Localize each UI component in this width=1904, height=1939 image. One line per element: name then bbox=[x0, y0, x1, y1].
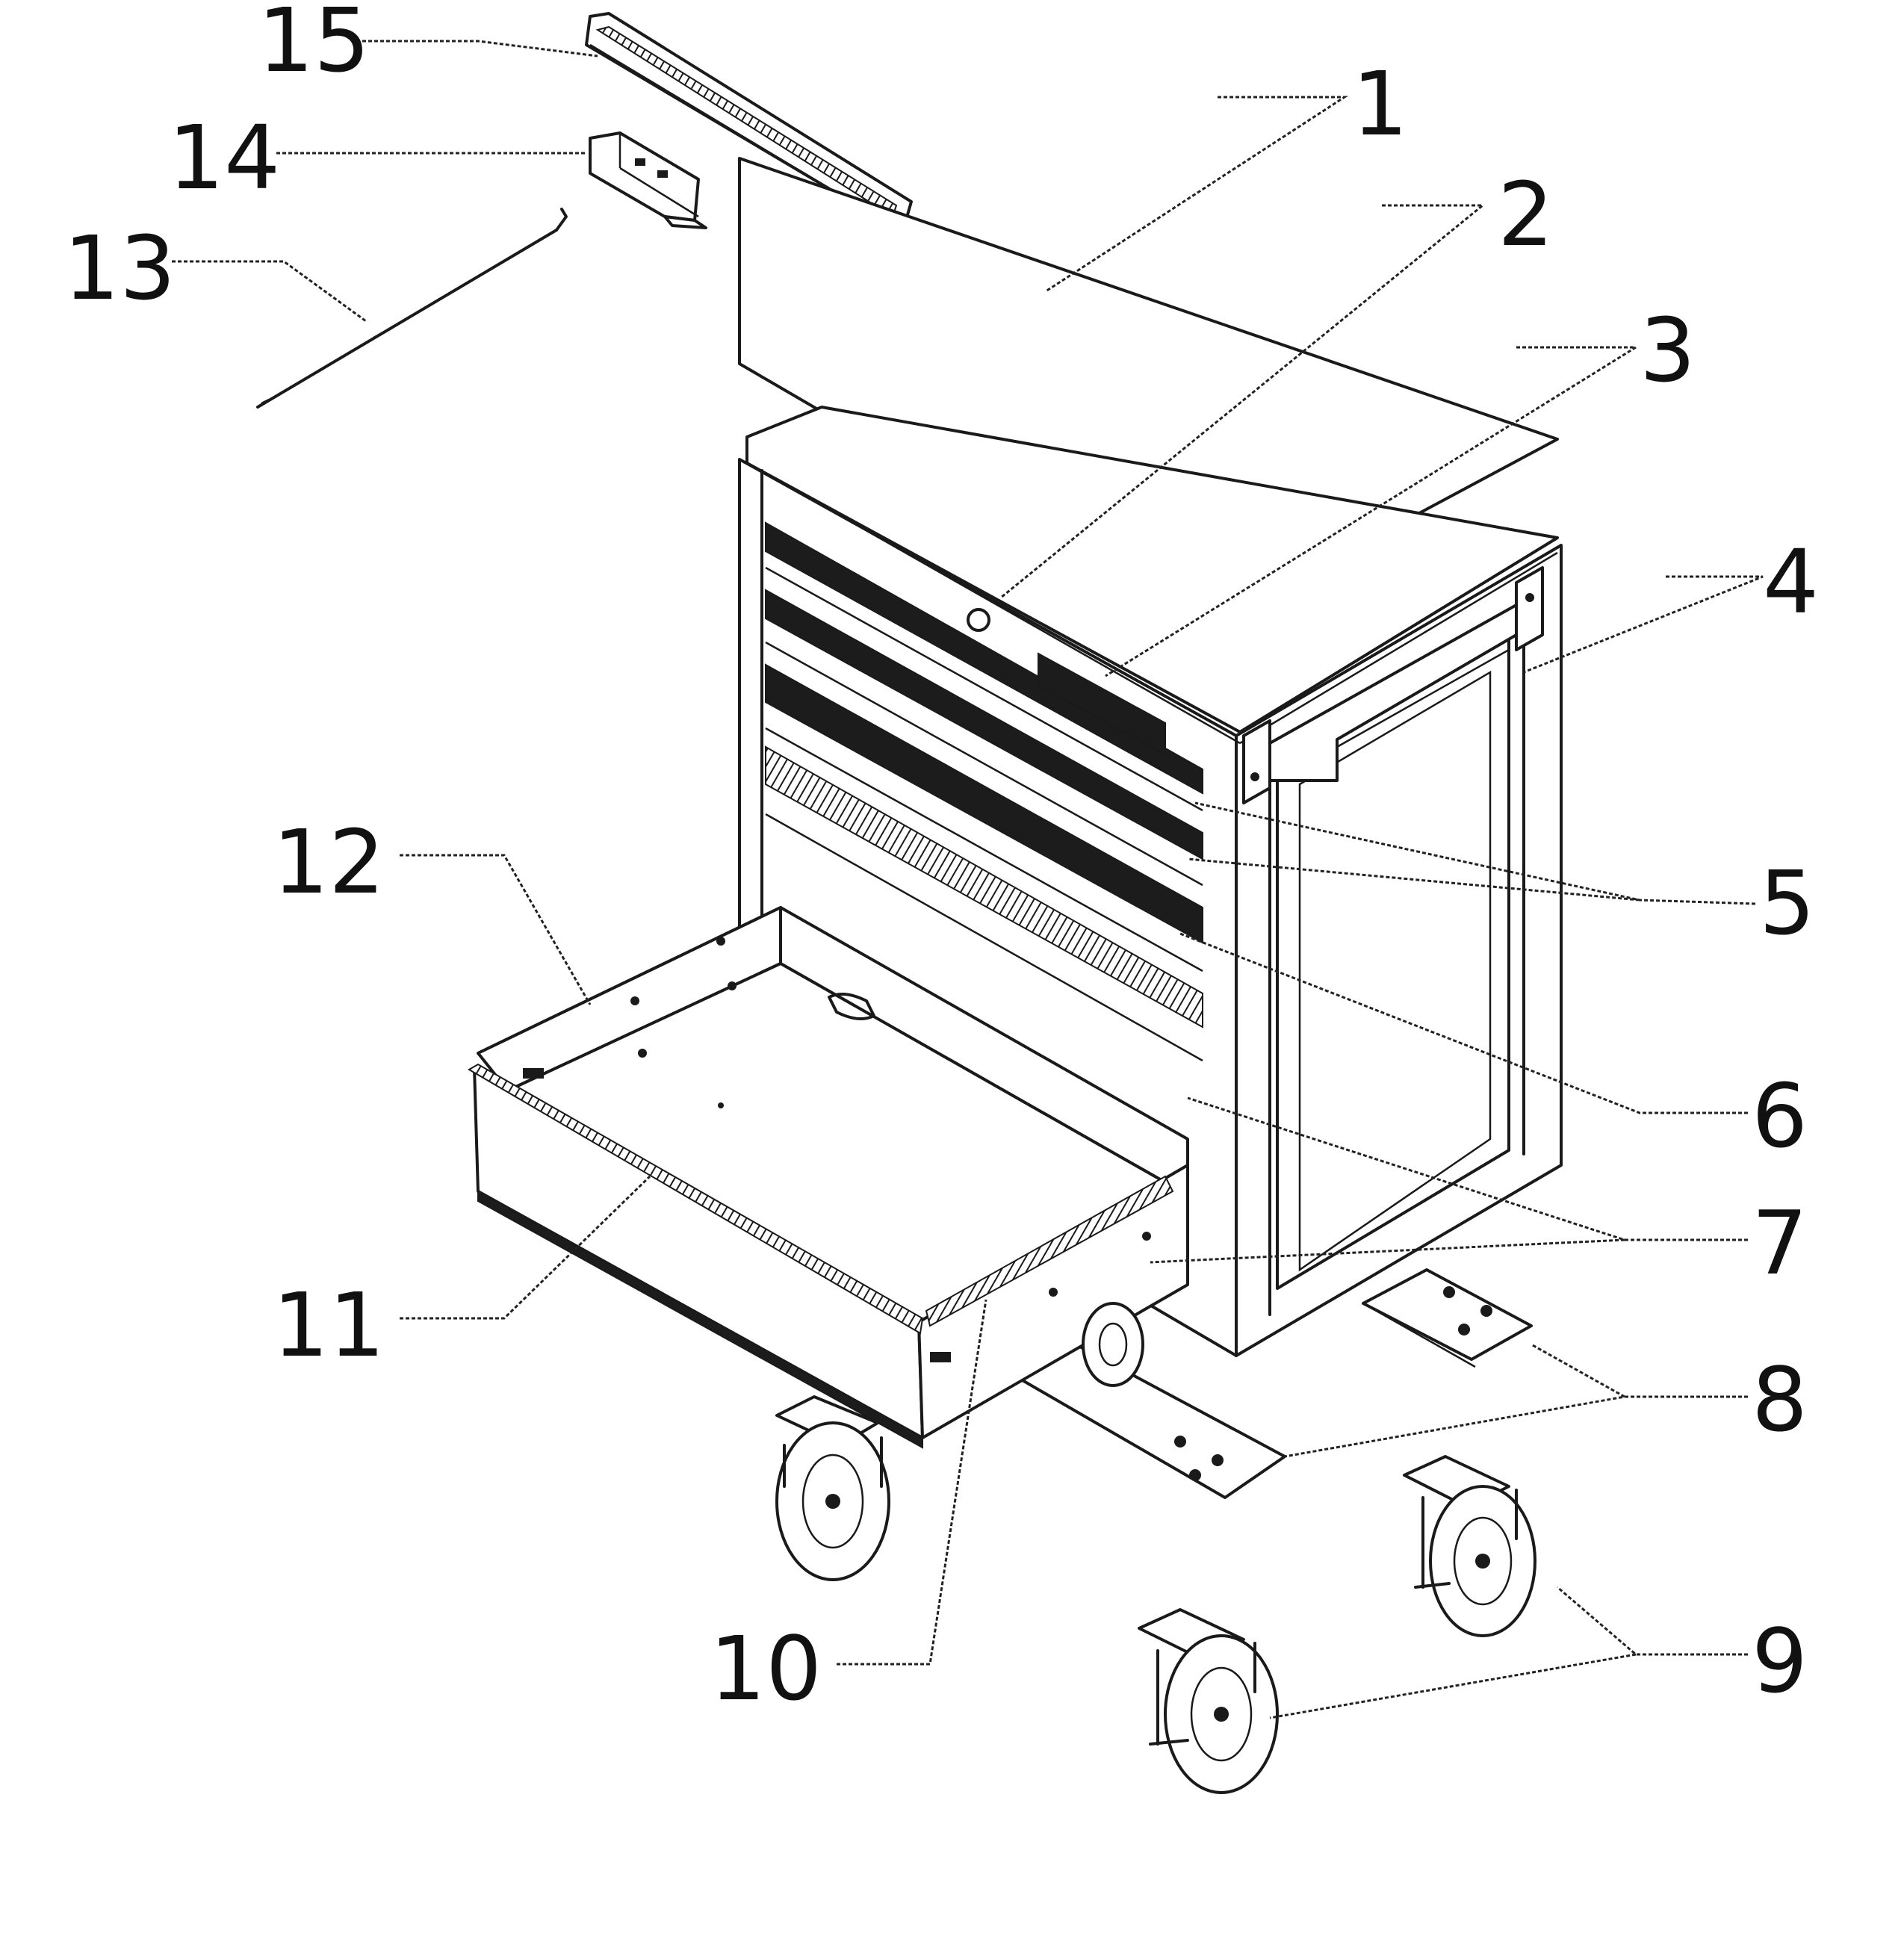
label-13: 13 bbox=[63, 217, 176, 320]
label-14: 14 bbox=[168, 106, 280, 209]
label-9: 9 bbox=[1752, 1610, 1808, 1713]
label-1: 1 bbox=[1352, 52, 1408, 155]
caster-wheels bbox=[775, 1302, 1536, 1794]
leader-11 bbox=[400, 1175, 651, 1320]
open-drawer bbox=[468, 906, 1189, 1449]
leader-2 bbox=[1000, 204, 1486, 599]
caster-loose-lower bbox=[1138, 1608, 1279, 1794]
drawer-fronts bbox=[765, 521, 1203, 1062]
label-11: 11 bbox=[273, 1273, 385, 1377]
part-labels: 1 2 3 4 5 6 7 8 9 10 11 12 13 14 15 bbox=[63, 0, 1819, 1720]
mounting-bracket bbox=[589, 131, 707, 229]
drawer-slide-rail bbox=[585, 12, 913, 229]
leader-3 bbox=[1105, 346, 1640, 677]
label-10: 10 bbox=[710, 1617, 822, 1720]
caster-rear bbox=[1082, 1302, 1144, 1387]
leader-5 bbox=[1187, 801, 1756, 905]
label-8: 8 bbox=[1752, 1348, 1808, 1451]
lock-rod bbox=[256, 208, 568, 409]
caster-loose-upper bbox=[1403, 1455, 1536, 1637]
label-3: 3 bbox=[1640, 299, 1696, 402]
label-12: 12 bbox=[273, 810, 385, 913]
leader-1 bbox=[1045, 96, 1349, 293]
leader-10 bbox=[837, 1299, 987, 1666]
base-mount-plates bbox=[1011, 1268, 1533, 1499]
leader-15 bbox=[362, 40, 598, 58]
label-15: 15 bbox=[258, 0, 370, 92]
leader-6 bbox=[1179, 932, 1748, 1114]
label-6: 6 bbox=[1752, 1064, 1808, 1167]
leader-13 bbox=[172, 260, 367, 323]
leader-8 bbox=[1284, 1343, 1748, 1458]
leader-12 bbox=[400, 854, 592, 1005]
leader-lines bbox=[172, 40, 1764, 1719]
label-4: 4 bbox=[1763, 530, 1819, 633]
leader-7 bbox=[1150, 1096, 1748, 1264]
leader-9 bbox=[1269, 1586, 1748, 1719]
label-5: 5 bbox=[1759, 851, 1815, 955]
leader-4 bbox=[1523, 575, 1764, 674]
label-7: 7 bbox=[1752, 1191, 1808, 1294]
label-2: 2 bbox=[1498, 163, 1554, 266]
caster-front-left bbox=[775, 1395, 890, 1581]
side-handle bbox=[1242, 566, 1544, 804]
